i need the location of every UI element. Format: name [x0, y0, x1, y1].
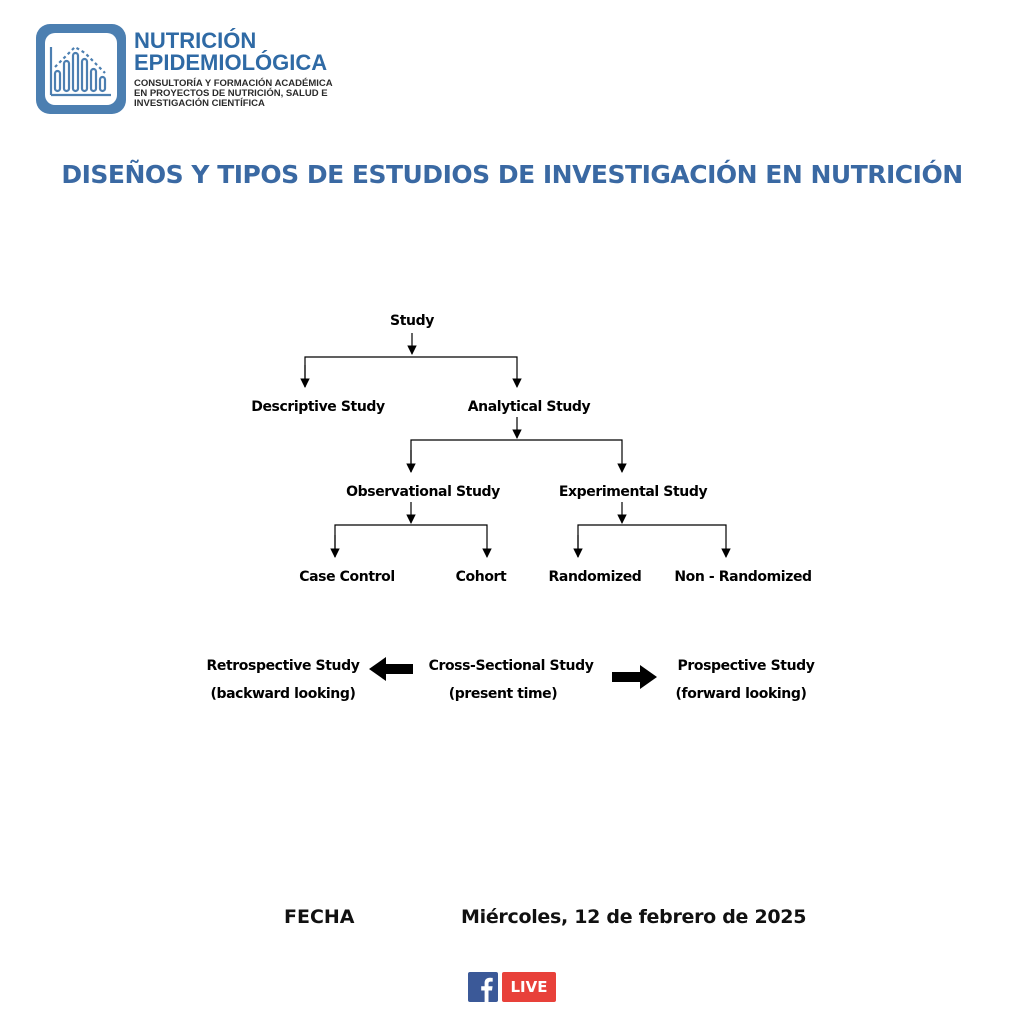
node-non-randomized: Non - Randomized [674, 569, 811, 585]
brand-name: NUTRICIÓN EPIDEMIOLÓGICA [134, 30, 327, 74]
arrow-right-icon [612, 665, 657, 689]
arrow-left-icon [369, 657, 413, 681]
page-title: DISEÑOS Y TIPOS DE ESTUDIOS DE INVESTIGA… [61, 160, 963, 189]
tree-connectors [300, 333, 731, 558]
bar-chart-icon [45, 33, 117, 105]
date-value: Miércoles, 12 de febrero de 2025 [461, 906, 807, 928]
brand-name-line2: EPIDEMIOLÓGICA [134, 50, 328, 75]
brand-tagline-line1: CONSULTORÍA Y FORMACIÓN ACADÉMICA [134, 78, 333, 89]
timeline-cross-sectional-subtitle: (present time) [449, 686, 558, 702]
brand-name-line1: NUTRICIÓN [134, 28, 257, 53]
node-observational-study: Observational Study [346, 484, 500, 500]
live-badge[interactable]: LIVE [502, 972, 556, 1002]
node-descriptive-study: Descriptive Study [251, 399, 385, 415]
node-analytical-study: Analytical Study [468, 399, 591, 415]
timeline: Retrospective Study (backward looking) C… [207, 657, 815, 702]
facebook-icon[interactable] [468, 972, 498, 1002]
date-label: FECHA [284, 906, 355, 928]
brand-tagline-line3: INVESTIGACIÓN CIENTÍFICA [134, 98, 265, 109]
node-case-control: Case Control [299, 569, 395, 585]
timeline-cross-sectional-title: Cross-Sectional Study [429, 658, 594, 674]
brand-tagline-line2: EN PROYECTOS DE NUTRICIÓN, SALUD E [134, 88, 328, 99]
timeline-retrospective-subtitle: (backward looking) [211, 686, 356, 702]
logo [36, 24, 126, 114]
timeline-prospective-title: Prospective Study [677, 658, 814, 674]
brand-tagline: CONSULTORÍA Y FORMACIÓN ACADÉMICA EN PRO… [134, 79, 394, 109]
timeline-prospective-subtitle: (forward looking) [676, 686, 807, 702]
node-experimental-study: Experimental Study [559, 484, 708, 500]
node-randomized: Randomized [549, 569, 642, 585]
timeline-retrospective-title: Retrospective Study [207, 658, 360, 674]
node-study: Study [390, 313, 434, 329]
node-cohort: Cohort [456, 569, 507, 585]
